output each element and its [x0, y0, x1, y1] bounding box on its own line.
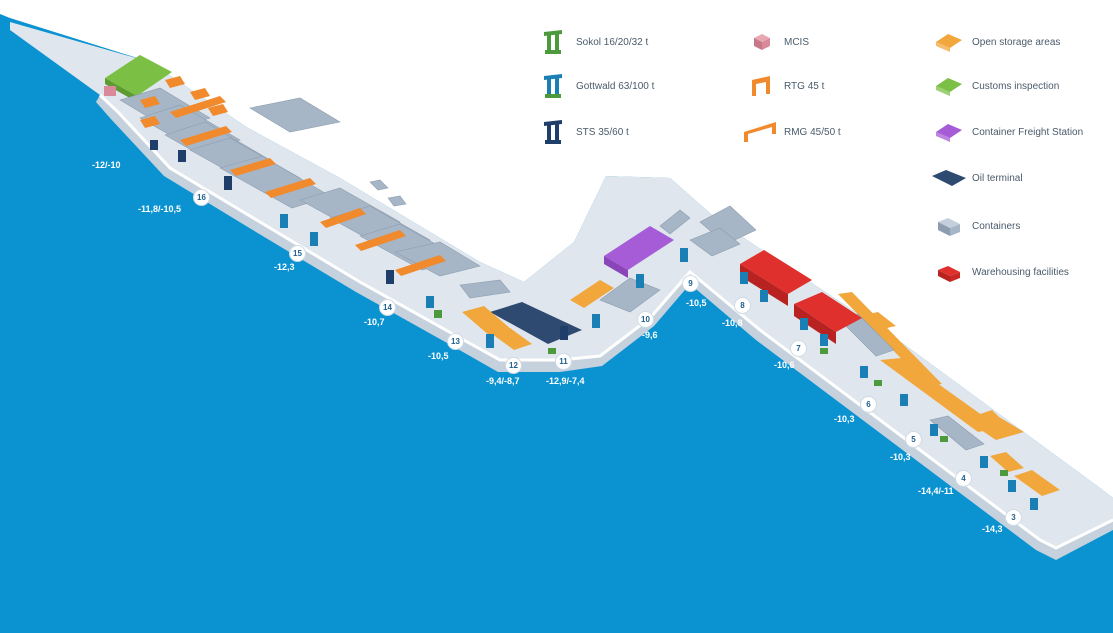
- berth-depth: -12,3: [274, 262, 295, 272]
- berth-depth: -10,3: [834, 414, 855, 424]
- legend-item-oil: Oil terminal: [930, 164, 1023, 192]
- warehouse-icon: [930, 258, 968, 286]
- legend-label: Container Freight Station: [972, 126, 1084, 138]
- berth-number: 13: [448, 334, 463, 349]
- legend-label: RTG 45 t: [784, 80, 825, 92]
- customs-inspection-icon: [930, 72, 968, 100]
- berth-number: 5: [906, 432, 921, 447]
- legend-item-open-storage: Open storage areas: [930, 28, 1060, 56]
- legend-label: Gottwald 63/100 t: [576, 80, 655, 92]
- container-freight-station: [604, 226, 674, 270]
- legend-label: RMG 45/50 t: [784, 126, 841, 138]
- berth-depth: -10,7: [364, 317, 385, 327]
- oil-terminal-icon: [930, 164, 968, 192]
- berth-number: 3: [1006, 510, 1021, 525]
- legend-item-warehouse: Warehousing facilities: [930, 258, 1069, 286]
- oil-terminal: [490, 302, 582, 344]
- legend-label: Warehousing facilities: [972, 266, 1069, 278]
- berth-number: 11: [556, 354, 571, 369]
- sokol-crane-icon: [534, 28, 572, 56]
- berth-depth: -10,6: [774, 360, 795, 370]
- berth-depth: -14,4/-11: [918, 486, 954, 496]
- legend-label: Oil terminal: [972, 172, 1023, 184]
- legend-item-rmg: RMG 45/50 t: [742, 118, 841, 146]
- legend-item-containers: Containers: [930, 212, 1020, 240]
- legend-item-customs: Customs inspection: [930, 72, 1059, 100]
- open-storage-areas: [462, 280, 1060, 496]
- berth-number: 15: [290, 246, 305, 261]
- berth-depth: -14,3: [982, 524, 1003, 534]
- legend-item-gottwald: Gottwald 63/100 t: [534, 72, 654, 100]
- port-land: [10, 22, 1113, 548]
- berth-number: 16: [194, 190, 209, 205]
- berth-number: 14: [380, 300, 395, 315]
- berth-number: 8: [735, 298, 750, 313]
- customs-inspection-building: [105, 55, 172, 96]
- mcis-box-icon: [742, 28, 780, 56]
- sts-crane-icon: [534, 118, 572, 146]
- berth-number: 9: [683, 276, 698, 291]
- legend-label: STS 35/60 t: [576, 126, 629, 138]
- customs-inspection-side: [105, 78, 137, 102]
- legend-label: MCIS: [784, 36, 809, 48]
- container-stacks-east: [599, 205, 985, 451]
- legend-label: Containers: [972, 220, 1021, 232]
- legend-label: Customs inspection: [972, 80, 1060, 92]
- open-storage-icon: [930, 28, 968, 56]
- legend-item-cfs: Container Freight Station: [930, 118, 1083, 146]
- berth-number: 12: [506, 358, 521, 373]
- berth-depth: -12,9/-7,4: [546, 376, 585, 386]
- containers-icon: [930, 212, 968, 240]
- berth-depth: -10,3: [890, 452, 911, 462]
- berth-depth: -9,6: [642, 330, 658, 340]
- cfs-side: [604, 256, 628, 278]
- rmg-crane-icon: [742, 118, 780, 146]
- berth-depth: -10,8: [722, 318, 743, 328]
- legend-item-sts: STS 35/60 t: [534, 118, 629, 146]
- gottwald-crane-icon: [534, 72, 572, 100]
- berth-depth: -10,5: [686, 298, 707, 308]
- quay-cranes: [150, 140, 1038, 510]
- berth-number: 6: [861, 397, 876, 412]
- berth-depth: -10,5: [428, 351, 449, 361]
- rtg-cranes-west: [140, 76, 446, 276]
- berth-number: 7: [791, 341, 806, 356]
- legend-item-sokol: Sokol 16/20/32 t: [534, 28, 648, 56]
- legend-item-rtg: RTG 45 t: [742, 72, 824, 100]
- berth-depth: -12/-10: [92, 160, 121, 170]
- berth-number: 10: [638, 312, 653, 327]
- berth-depth: -9,4/-8,7: [486, 376, 520, 386]
- berth-number: 4: [956, 471, 971, 486]
- mcis-building: [104, 86, 116, 96]
- legend-label: Sokol 16/20/32 t: [576, 36, 649, 48]
- legend-label: Open storage areas: [972, 36, 1061, 48]
- container-freight-station-icon: [930, 118, 968, 146]
- berth-depth: -11,8/-10,5: [138, 204, 182, 214]
- rtg-crane-icon: [742, 72, 780, 100]
- legend-item-mcis: MCIS: [742, 28, 809, 56]
